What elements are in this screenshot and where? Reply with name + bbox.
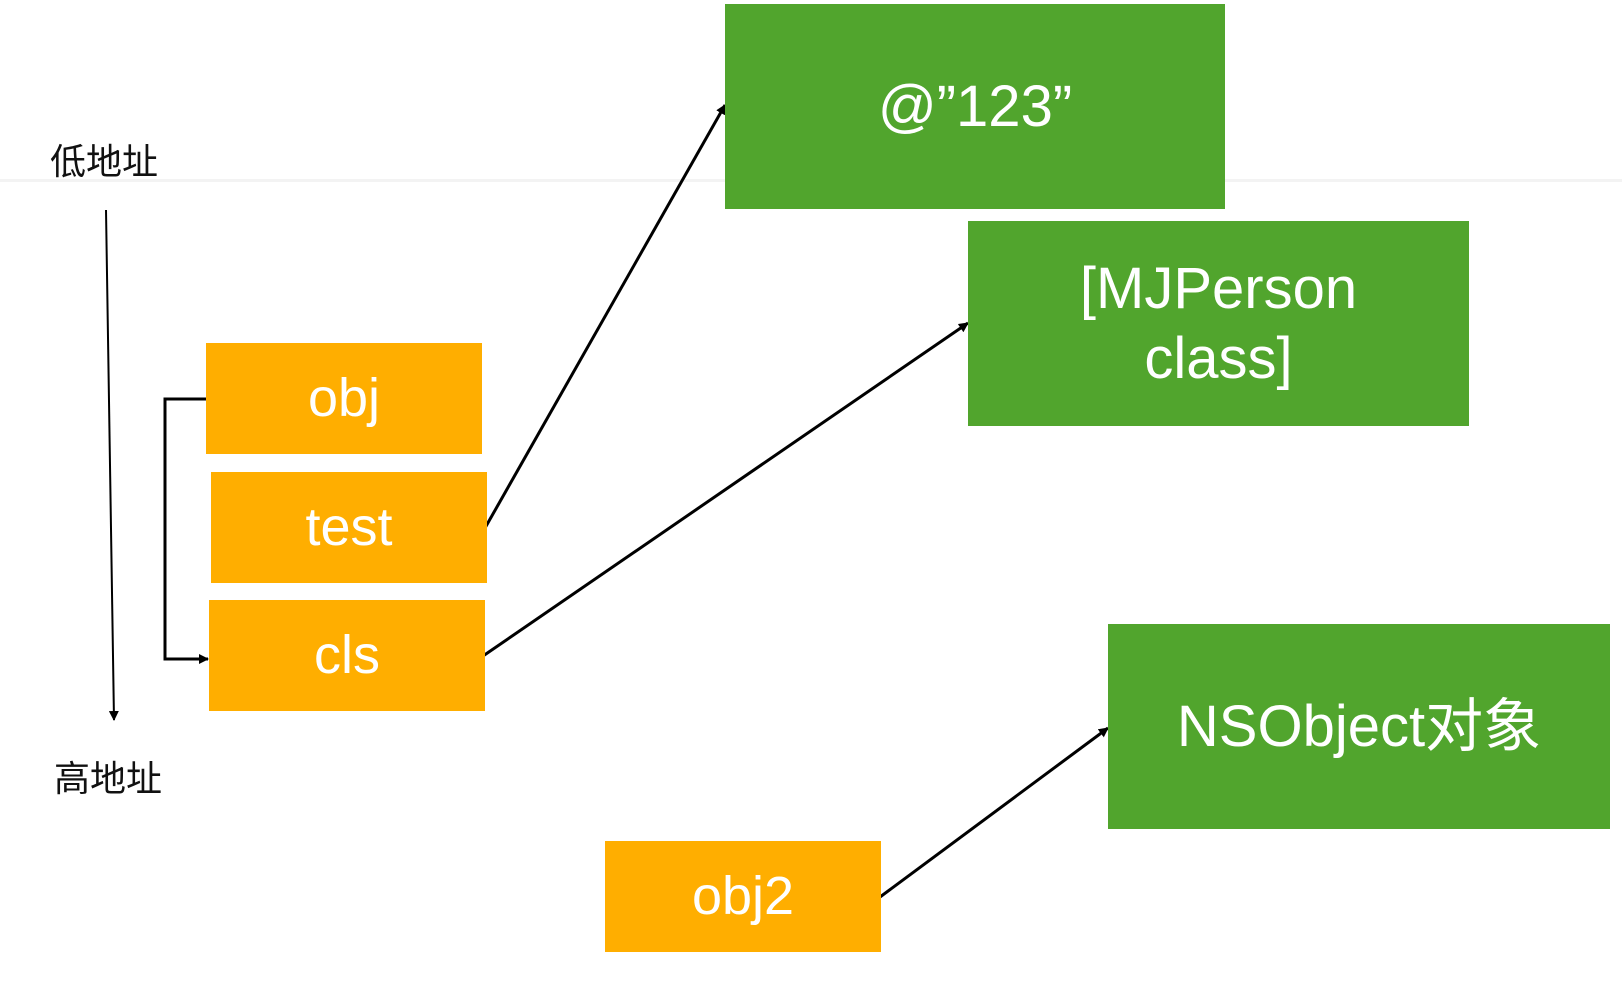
heap-string-literal-box: @”123” bbox=[725, 4, 1225, 209]
heap-string-literal-label: @”123” bbox=[877, 73, 1073, 139]
heap-class-label-line1: [MJPerson bbox=[1079, 255, 1358, 321]
heap-class-box: [MJPerson class] bbox=[968, 221, 1469, 426]
heap-nsobject-label: NSObject对象 bbox=[1176, 693, 1542, 759]
address-direction-arrow bbox=[105, 209, 119, 721]
low-address-label: 低地址 bbox=[50, 142, 159, 183]
heap-class-label-line2: class] bbox=[1144, 325, 1293, 391]
cls-to-class-arrow bbox=[482, 321, 969, 658]
stack-obj-box: obj bbox=[206, 343, 482, 454]
obj2-to-nsobject-arrow bbox=[879, 726, 1109, 899]
high-address-label: 高地址 bbox=[54, 759, 163, 800]
stack-test-label: test bbox=[305, 497, 393, 558]
obj-to-cls-arrow bbox=[163, 397, 209, 664]
stack-obj2-label: obj2 bbox=[691, 866, 795, 927]
test-to-string-arrow bbox=[483, 104, 727, 529]
stack-obj-label: obj bbox=[307, 368, 381, 429]
stack-cls-label: cls bbox=[314, 625, 380, 686]
stack-test-box: test bbox=[211, 472, 487, 583]
stack-obj2-box: obj2 bbox=[605, 841, 881, 952]
stack-cls-box: cls bbox=[209, 600, 485, 711]
heap-nsobject-box: NSObject对象 bbox=[1108, 624, 1610, 829]
